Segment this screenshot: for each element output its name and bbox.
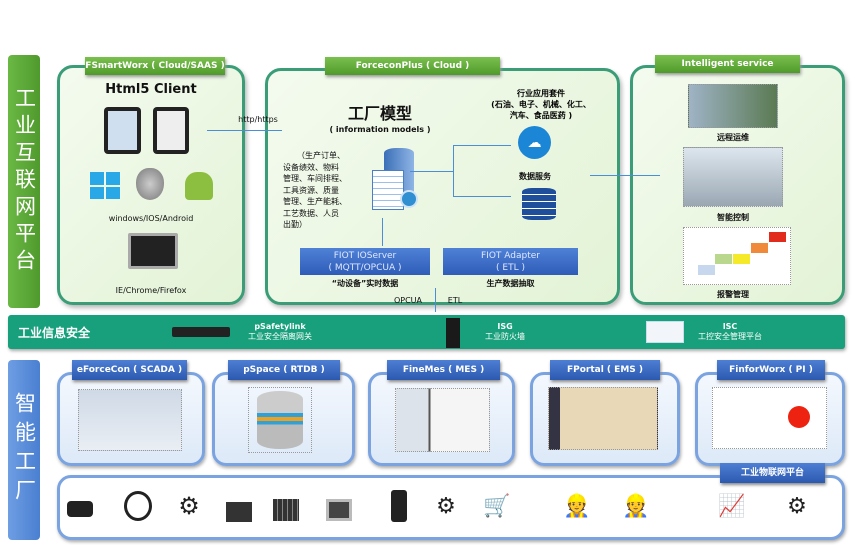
pi-screenshot [712, 387, 827, 449]
operator-icon: 👷 [622, 493, 650, 519]
product-title: pSpace ( RTDB ) [228, 360, 340, 380]
isc-screen-icon [646, 321, 684, 343]
ioserver-caption: “动设备”实时数据 [331, 279, 399, 288]
monitor-icon [128, 233, 178, 269]
cloud-service-icon: ☁ [518, 126, 551, 159]
robot-arm-icon: ⚙ [178, 492, 200, 520]
product-title: eForceCon ( SCADA ) [72, 360, 187, 380]
product-title: FineMes ( MES ) [387, 360, 500, 380]
industry-text: 行业应用套件 (石油、电子、机械、化工、 汽车、食品医药 ) [491, 89, 591, 120]
android-icon [185, 172, 213, 200]
html5-client-title: Html5 Client [105, 82, 197, 97]
drive-unit-icon [225, 498, 253, 526]
gateway-device-icon [172, 327, 230, 337]
service-branch [453, 145, 511, 197]
conveyor-icon: ⚙ [436, 493, 456, 519]
model-title: 工厂模型 [347, 104, 412, 123]
smart-control-image [683, 147, 783, 207]
service-label: 报警管理 [717, 290, 749, 299]
service-arrow [410, 171, 453, 172]
engineer-icon: 👷 [563, 493, 591, 519]
adapter-block: FIOT Adapter( ETL ) [443, 248, 578, 275]
cloud-saas-title: FSmartWorx ( Cloud/SAAS ) [85, 57, 225, 75]
apple-icon [136, 168, 164, 200]
database-icon [522, 188, 556, 220]
http-arrow [207, 130, 282, 131]
windows-icon [90, 172, 120, 199]
opcua-label: OPCUA [393, 296, 423, 305]
security-link-arrow [435, 288, 436, 312]
remote-ops-image [688, 84, 778, 128]
iot-platform-panel [57, 475, 845, 540]
product-title: FPortal ( EMS ) [550, 360, 660, 380]
gauge-icon [124, 491, 152, 521]
worker-cart-icon: 🛒 [483, 493, 511, 519]
os-label: windows/IOS/Android [108, 214, 194, 223]
factory-label: 智能工厂 [8, 360, 40, 540]
firewall-device-icon [446, 318, 460, 348]
database-model-icon [372, 148, 418, 213]
browser-label: IE/Chrome/Firefox [115, 286, 187, 295]
rtdb-database-icon [248, 387, 312, 453]
intelligent-title: Intelligent service [655, 55, 800, 73]
model-subtitle: ( information models ) [329, 125, 431, 134]
security-bar [8, 315, 845, 349]
forcecon-title: ForceconPlus ( Cloud ) [325, 57, 500, 75]
controller-icon [325, 496, 353, 524]
scada-screenshot [78, 389, 182, 451]
tablet-icon [153, 107, 189, 154]
iot-platform-title: 工业物联网平台 [720, 463, 825, 483]
model-items: （生产订单、 设备绩效、物料 管理、车间排程、 工具资源、质量 管理、生产能耗、… [283, 151, 347, 229]
motor-icon [66, 495, 94, 523]
settings-person-icon: ⚙ [787, 493, 807, 519]
right-panel-arrow [590, 175, 660, 176]
plc-icon [272, 496, 300, 524]
ems-screenshot [548, 387, 658, 450]
mes-screenshot [395, 388, 490, 452]
service-label: 智能控制 [717, 213, 749, 222]
manager-chart-icon: 📈 [718, 493, 746, 519]
handheld-scanner-icon [385, 490, 413, 522]
protocol-label: http/https [238, 115, 278, 124]
adapter-caption: 生产数据抽取 [486, 279, 535, 288]
data-service-label: 数据服务 [519, 172, 551, 181]
model-io-arrow [382, 218, 383, 246]
service-label: 远程运维 [717, 133, 749, 142]
etl-label: ETL [447, 296, 463, 305]
ioserver-block: FIOT IOServer( MQTT/OPCUA ) [300, 248, 430, 275]
platform-label: 工业互联网平台 [8, 55, 40, 308]
tablet-icon [104, 107, 141, 154]
alarm-chart-image [683, 227, 791, 285]
product-title: FinforWorx ( PI ) [717, 360, 825, 380]
security-title: 工业信息安全 [18, 326, 91, 340]
